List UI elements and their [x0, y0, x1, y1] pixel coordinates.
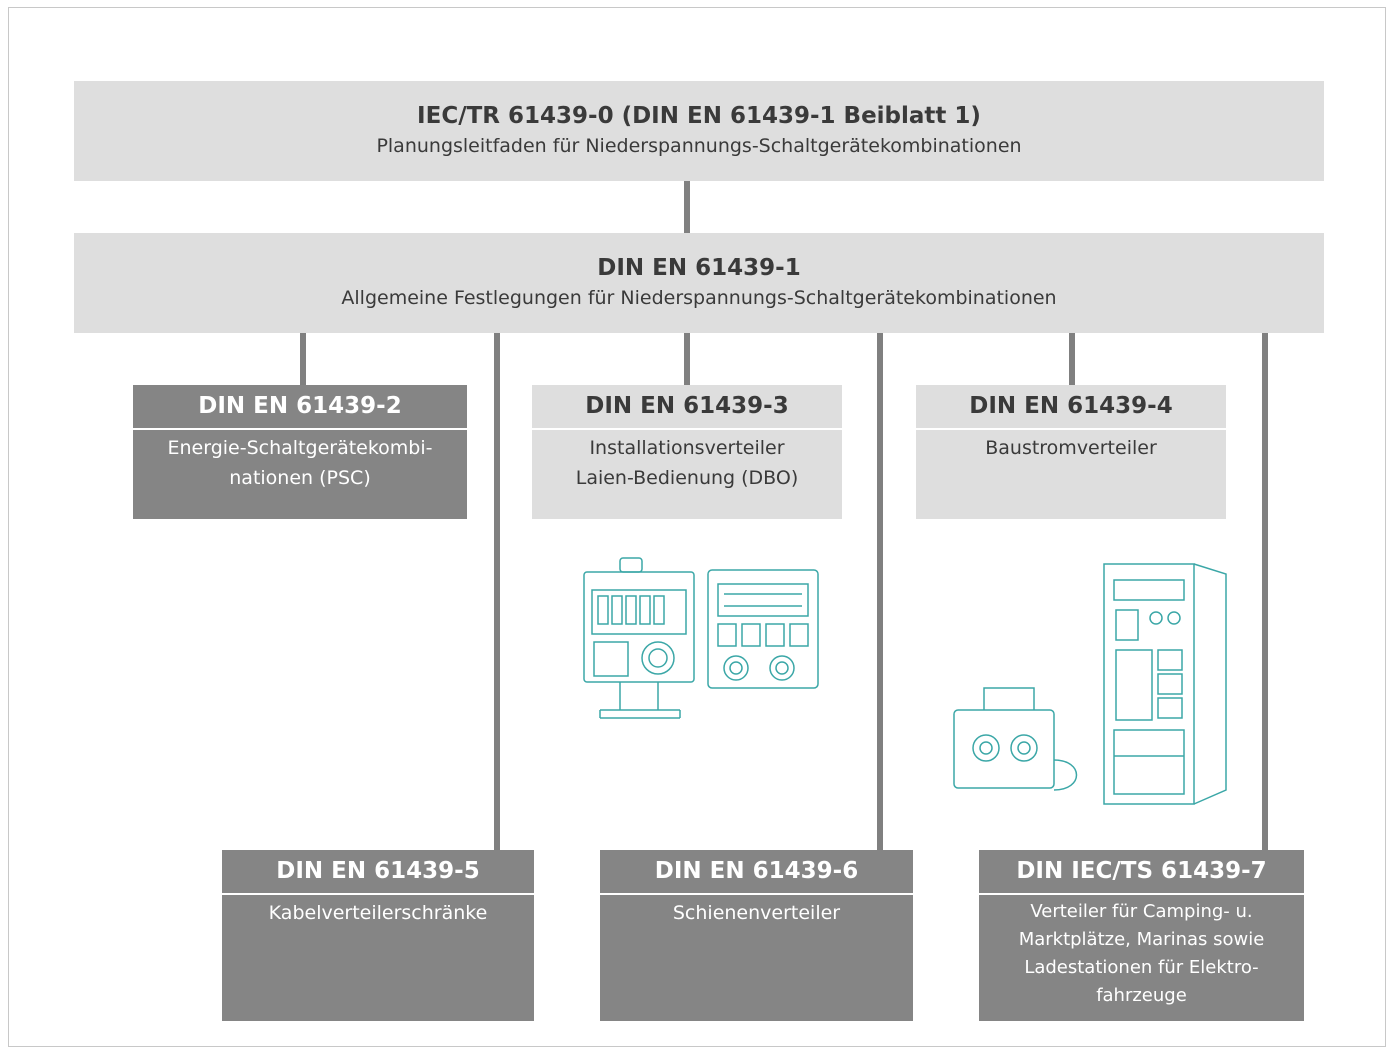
connector-part-4 — [1069, 333, 1075, 385]
connector-part-3 — [684, 333, 690, 385]
part-6-title: DIN EN 61439-6 — [600, 850, 913, 895]
part-2-box: DIN EN 61439-2 Energie-Schaltgerätekombi… — [133, 385, 467, 519]
part-7-box: DIN IEC/TS 61439-7 Verteiler für Camping… — [979, 850, 1304, 1021]
connector-part-6 — [877, 333, 883, 850]
part-3-box: DIN EN 61439-3 Installationsverteiler La… — [532, 385, 842, 519]
general-standard-box: DIN EN 61439-1 Allgemeine Festlegungen f… — [74, 233, 1324, 333]
part-2-description: Energie-Schaltgerätekombi- nationen (PSC… — [167, 437, 433, 489]
part-3-description: Installationsverteiler Laien-Bedienung (… — [575, 437, 799, 489]
general-title: DIN EN 61439-1 — [597, 255, 801, 281]
part-5-box: DIN EN 61439-5 Kabelverteilerschränke — [222, 850, 534, 1021]
part-4-description: Baustromverteiler — [985, 437, 1157, 459]
connector-part-7 — [1262, 333, 1268, 850]
part-6-description: Schienenverteiler — [672, 902, 841, 924]
connector-part-2 — [300, 333, 306, 385]
part-7-title: DIN IEC/TS 61439-7 — [979, 850, 1304, 895]
part-5-description: Kabelverteilerschränke — [268, 902, 488, 924]
part-6-box: DIN EN 61439-6 Schienenverteiler — [600, 850, 913, 1021]
root-standard-box: IEC/TR 61439-0 (DIN EN 61439-1 Beiblatt … — [74, 81, 1324, 181]
part-3-title: DIN EN 61439-3 — [532, 385, 842, 430]
root-title: IEC/TR 61439-0 (DIN EN 61439-1 Beiblatt … — [417, 103, 981, 129]
part-4-box: DIN EN 61439-4 Baustromverteiler — [916, 385, 1226, 519]
construction-site-distributor-illustration — [953, 563, 1227, 805]
connector-root-general — [684, 181, 690, 233]
part-5-title: DIN EN 61439-5 — [222, 850, 534, 895]
general-subtitle: Allgemeine Festlegungen für Niederspannu… — [341, 287, 1057, 309]
installation-distributor-illustration — [583, 557, 819, 719]
part-2-title: DIN EN 61439-2 — [133, 385, 467, 430]
part-7-description: Verteiler für Camping- u. Marktplätze, M… — [1018, 901, 1265, 1006]
root-subtitle: Planungsleitfaden für Niederspannungs-Sc… — [376, 135, 1022, 157]
part-4-title: DIN EN 61439-4 — [916, 385, 1226, 430]
connector-part-5 — [494, 333, 500, 850]
